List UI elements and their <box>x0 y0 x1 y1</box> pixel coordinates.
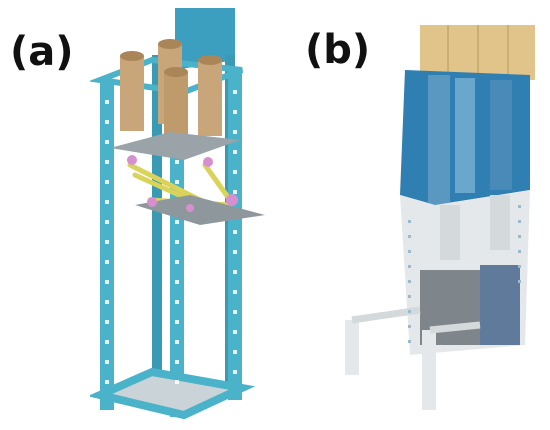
side-housing <box>480 265 520 345</box>
right-foot <box>422 330 436 410</box>
inner-column-right <box>490 195 510 250</box>
panel-a-cad-render <box>90 8 265 420</box>
front-left-post <box>100 80 114 410</box>
back-left-post <box>152 55 162 410</box>
blue-cylinder-3 <box>490 80 512 190</box>
panel-label-a: (a) <box>10 29 74 75</box>
panel-b-prototype-photo <box>345 25 535 410</box>
lower-plate <box>135 195 265 225</box>
right-leg-arm <box>429 321 481 334</box>
blue-cylinder-1 <box>428 75 450 205</box>
blue-cylinder-2 <box>455 78 475 193</box>
middle-plate <box>110 132 240 160</box>
cork-texture <box>447 25 509 80</box>
pink-joints <box>127 155 238 212</box>
bottom-frame <box>90 367 256 420</box>
front-center-post <box>170 82 184 417</box>
front-right-post <box>228 70 242 400</box>
back-plate <box>175 8 235 70</box>
left-foot <box>345 320 359 375</box>
inner-column-left <box>440 205 460 260</box>
post-holes <box>105 90 237 384</box>
frame-holes <box>408 205 521 343</box>
panel-label-b: (b) <box>305 27 371 73</box>
